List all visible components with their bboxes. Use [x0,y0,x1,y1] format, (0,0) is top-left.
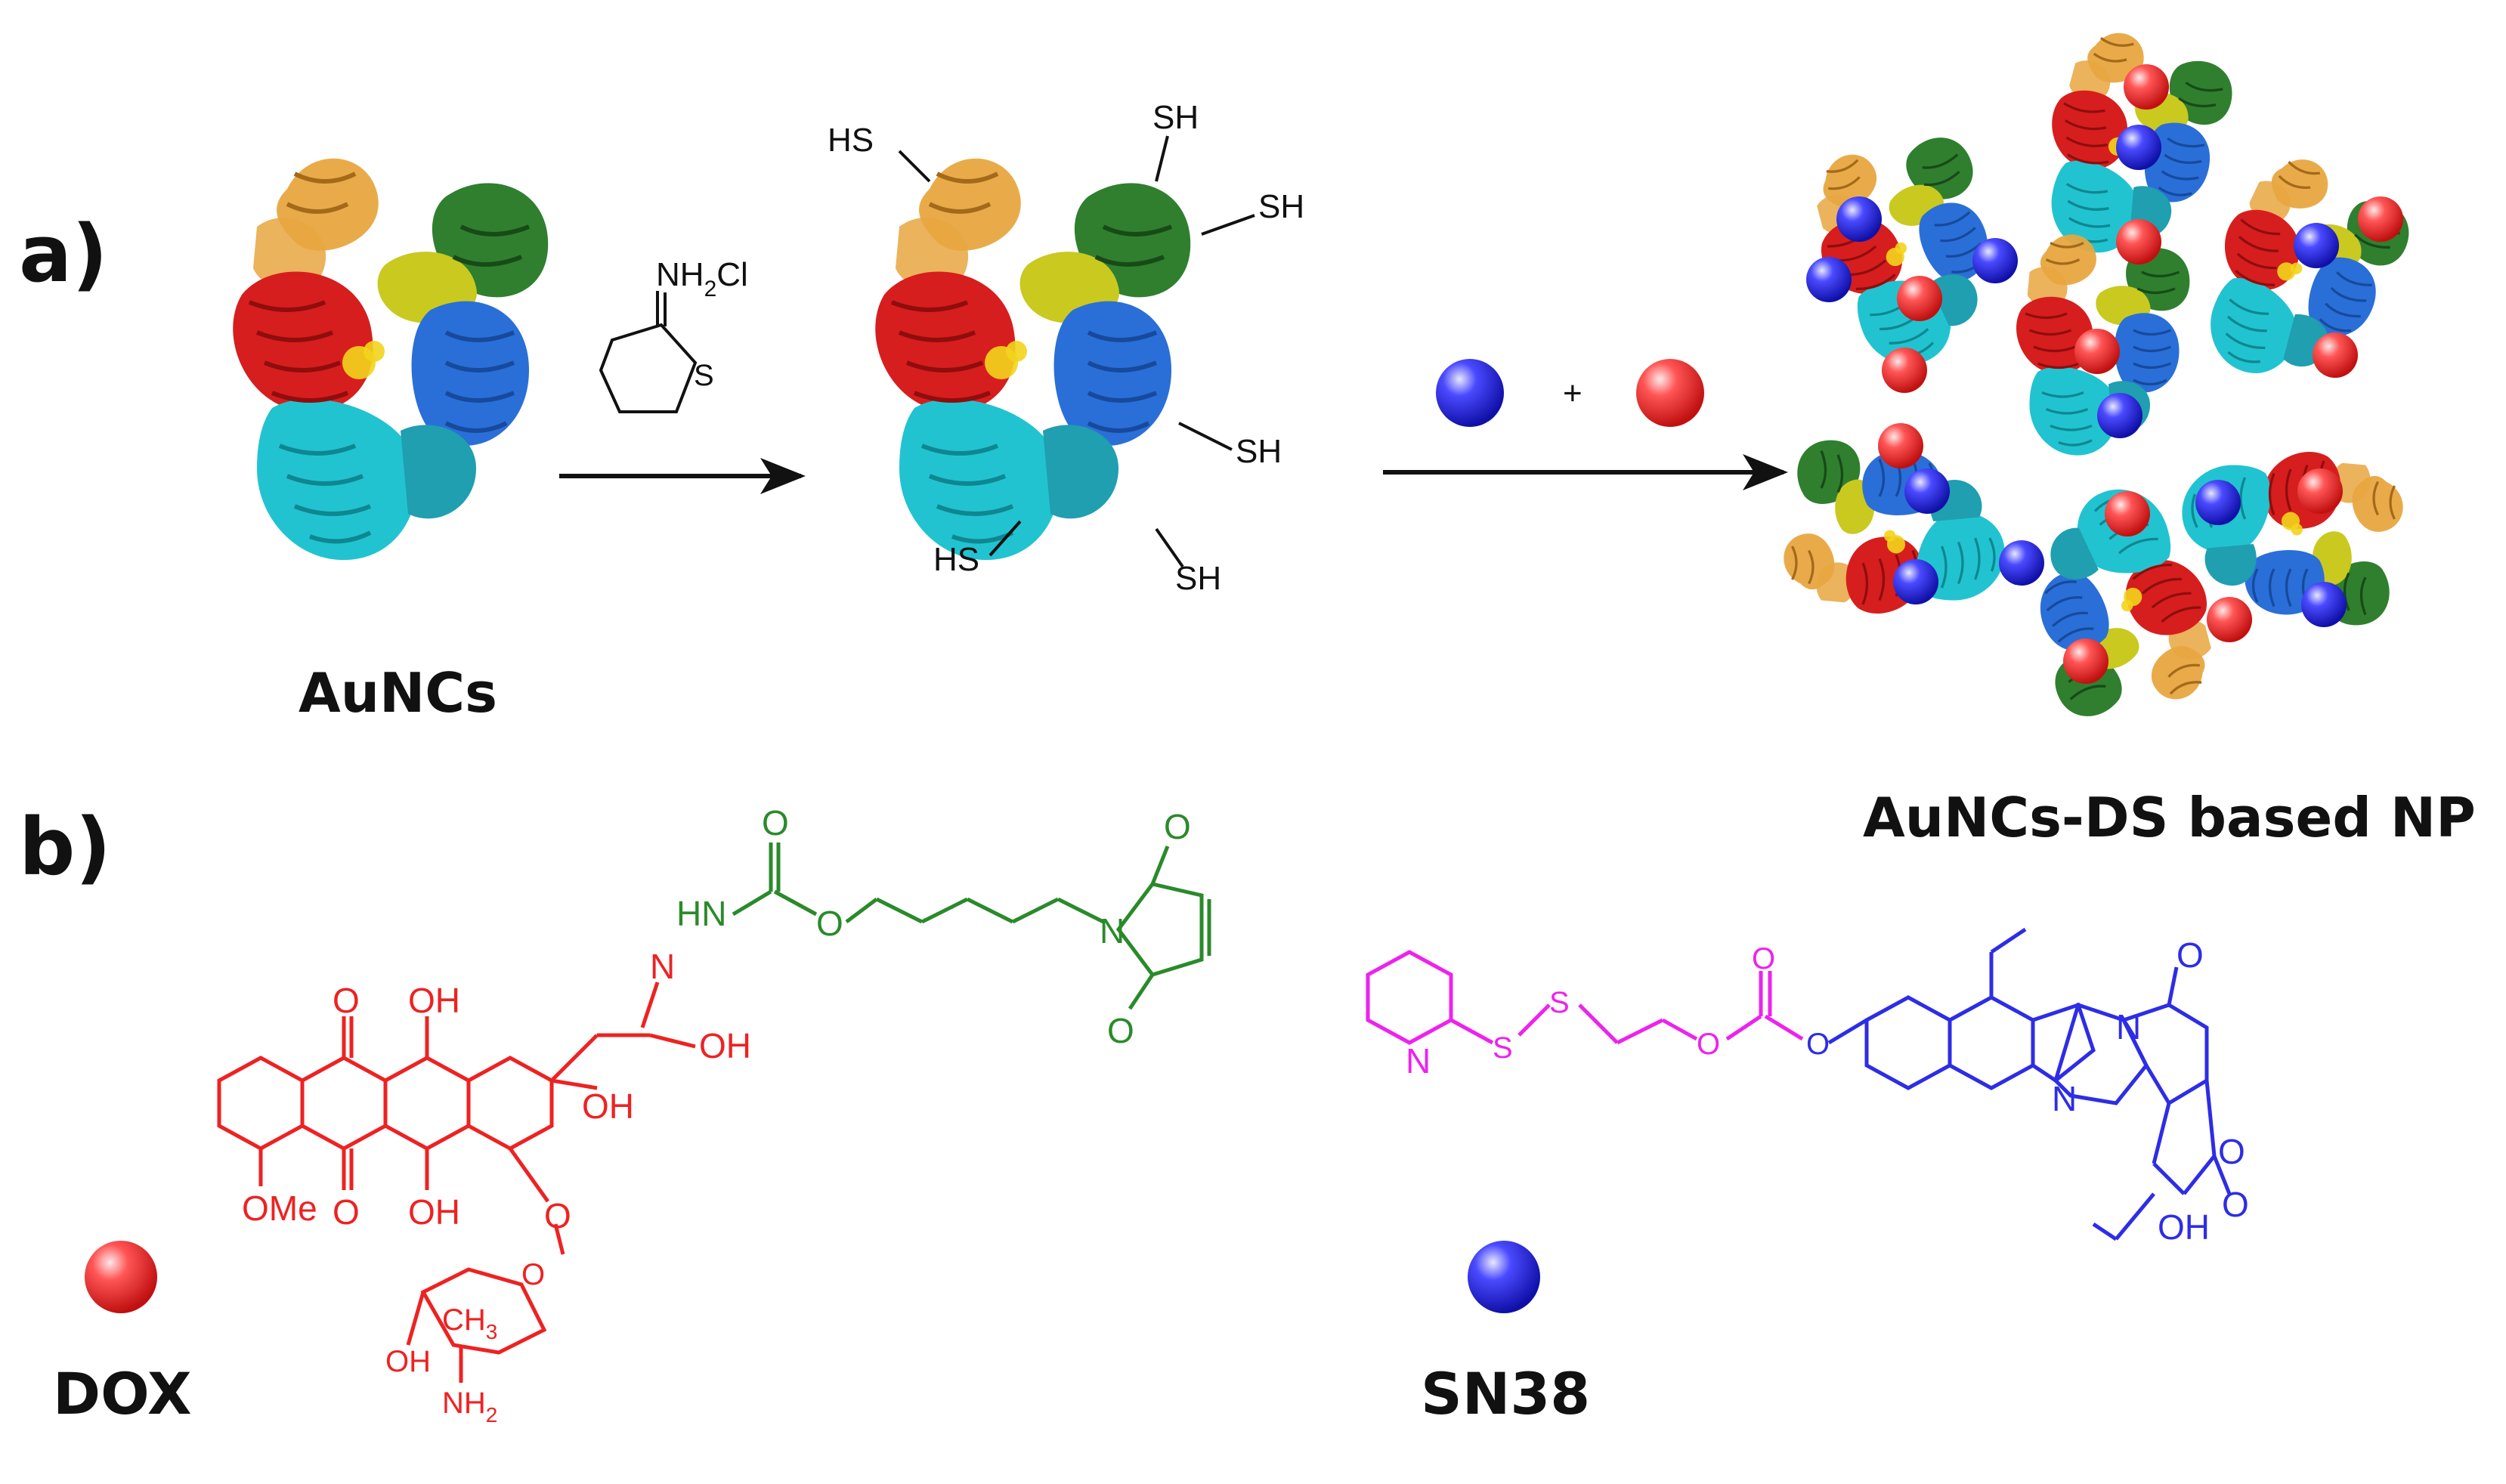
sn38-o-carbonyl-2: O [2222,1185,2249,1224]
maleimide-n: N [1100,911,1125,951]
dox-ch3: CH3 [442,1303,497,1343]
thiol-1: HS [828,122,874,159]
dox-oh-3: OH [582,1087,634,1126]
dox-sphere-legend [85,1241,157,1313]
dox-ome: OMe [242,1189,317,1228]
sn38-structure [1827,927,2232,1241]
reagent-s: S [694,359,714,392]
dox-o-sugar: O [521,1258,545,1291]
dox-structure [217,982,696,1383]
sn38-n-quinoline: N [2052,1079,2077,1118]
thiol-6: HS [933,541,979,578]
sn38-o-phenol: O [1806,1028,1830,1061]
thiol-labels [898,135,1255,568]
panel-label-b: b) [19,801,111,893]
sn38-o-carbonyl-1: O [2177,935,2204,975]
dox-oh-1: OH [408,981,460,1020]
dox-n: N [650,947,675,986]
linker-hn: HN [676,894,726,933]
thiol-5: SH [1175,560,1221,597]
dox-oh-2: OH [408,1192,460,1232]
thiolated-protein [875,159,1190,560]
sn38-o-lactone: O [2218,1132,2245,1171]
sn38-sphere-reagent [1436,359,1504,427]
disulfide-s-1: S [1493,1031,1513,1065]
sn38-sphere-legend [1468,1241,1540,1313]
thiol-4: SH [1236,433,1282,470]
reagent-2-iminothiolane: NH2Cl S [599,256,748,413]
dox-sphere-reagent [1636,359,1704,427]
sn38-linker-o-ester: O [1697,1028,1720,1061]
panel-label-a: a) [19,208,108,300]
aunc-protein [233,159,548,560]
np-caption: AuNCs-DS based NP [1863,786,2476,849]
pyridine-disulfide [1366,950,1804,1045]
dox-oh-sugar: OH [385,1345,431,1378]
linker-o-carbonyl: O [762,803,789,842]
reagent-nh: NH2Cl [656,256,748,301]
maleimide-o-1: O [1164,807,1191,846]
dox-caption: DOX [53,1360,192,1427]
dox-o-bottom: O [333,1192,360,1232]
dox-nh2: NH2 [442,1387,497,1427]
sn38-linker-o-carbonyl: O [1752,942,1775,975]
thiol-2: SH [1152,99,1199,136]
sn38-caption: SN38 [1421,1360,1591,1427]
nanoparticle-assembly [1784,24,2422,738]
pyridine-n: N [1406,1041,1431,1081]
sn38-n-ring: N [2116,1007,2141,1047]
sn38-oh: OH [2158,1207,2210,1247]
plus-sign: + [1563,375,1582,412]
aunc-caption: AuNCs [299,661,497,725]
linker-o-ester: O [816,904,843,943]
dox-o-ether: O [544,1196,571,1235]
dox-linker [732,842,1211,1010]
thiol-3: SH [1258,188,1304,225]
dox-oh-4: OH [699,1026,751,1065]
dox-o-top: O [333,981,360,1020]
maleimide-o-2: O [1107,1011,1134,1050]
disulfide-s-2: S [1549,986,1570,1019]
